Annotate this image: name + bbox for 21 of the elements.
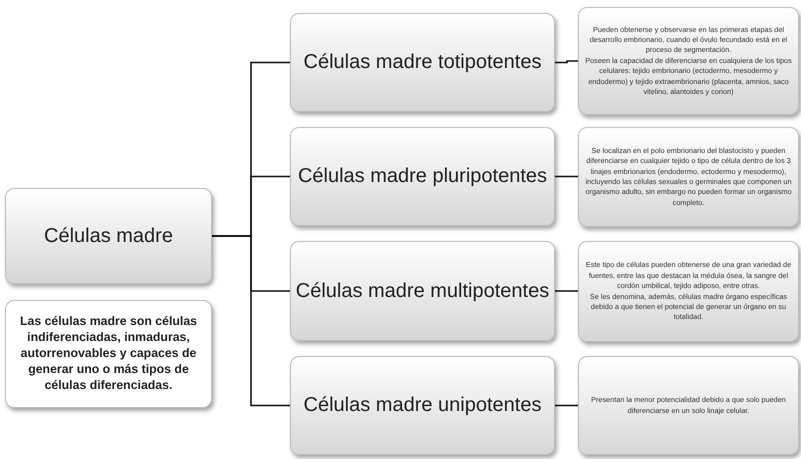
root-box <box>5 188 212 284</box>
box-text: Células madre multipotentes <box>296 278 550 304</box>
definition-box <box>5 300 212 408</box>
description-box <box>578 127 799 227</box>
description-box <box>578 356 799 455</box>
description-box <box>578 7 799 115</box>
category-box <box>290 127 555 226</box>
box-text: Células madre <box>44 224 173 248</box>
category-box <box>290 241 555 341</box>
box-text: Células madre unipotentes <box>304 393 542 418</box>
box-text: Las células madre son células indiferenciadas, inmaduras, autorrenovables y capaces de generar uno o más tipos de células diferenciadas. <box>18 314 198 394</box>
connector-line <box>555 404 578 406</box>
box-text: Células madre totipotentes <box>304 50 542 75</box>
category-box <box>290 356 555 455</box>
connector-line <box>555 176 578 178</box>
connector-line <box>555 60 578 64</box>
connector-line <box>212 235 290 406</box>
box-text: Células madre pluripotentes <box>298 164 548 189</box>
category-box <box>290 13 555 112</box>
connector-line <box>555 290 578 292</box>
description-box <box>578 241 799 342</box>
